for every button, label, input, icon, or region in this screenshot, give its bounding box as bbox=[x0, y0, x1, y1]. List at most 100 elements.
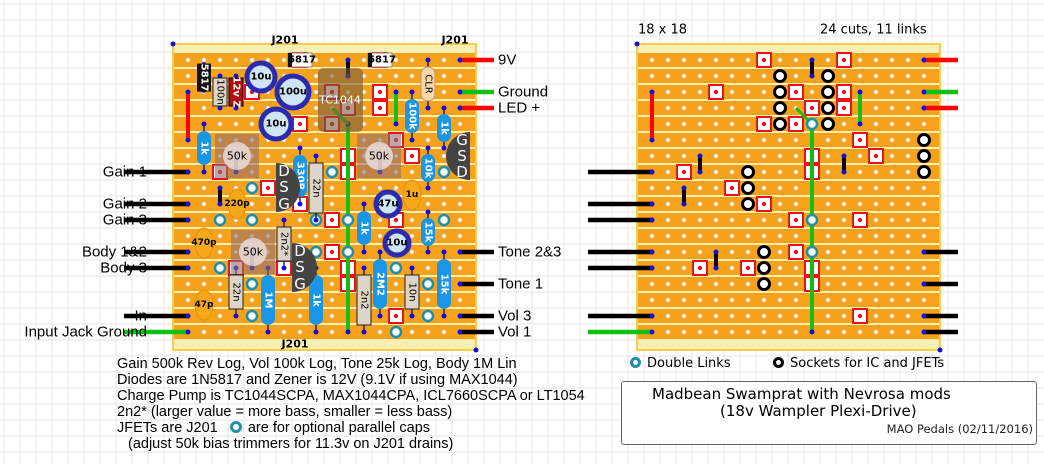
zener-diode bbox=[228, 77, 244, 107]
hole bbox=[921, 233, 927, 239]
copper-strip bbox=[638, 69, 939, 83]
trimmer-knob bbox=[223, 142, 251, 170]
lead-pad bbox=[217, 105, 223, 111]
hole bbox=[793, 233, 799, 239]
resistor-label: 330R bbox=[295, 162, 306, 191]
j201-label: J201 bbox=[280, 338, 308, 351]
hole bbox=[905, 169, 911, 175]
resistor-label: 1M bbox=[263, 292, 274, 309]
copper-strip bbox=[638, 277, 939, 291]
hole bbox=[409, 217, 415, 223]
input-label: Gain 3 bbox=[103, 212, 147, 229]
hole bbox=[217, 281, 223, 287]
hole bbox=[825, 57, 831, 63]
hole bbox=[777, 185, 783, 191]
socket bbox=[773, 69, 787, 83]
j201-label: J201 bbox=[440, 34, 468, 47]
track-cut-dot bbox=[841, 105, 847, 111]
link-pad bbox=[681, 185, 687, 191]
hole bbox=[217, 329, 223, 335]
hole bbox=[697, 233, 703, 239]
hole bbox=[681, 137, 687, 143]
credit: MAO Pedals (02/11/2016) bbox=[886, 422, 1033, 436]
hole bbox=[377, 329, 383, 335]
wire-pad bbox=[649, 313, 655, 319]
double-link bbox=[245, 213, 259, 227]
socket bbox=[741, 197, 755, 211]
hole bbox=[441, 153, 447, 159]
hole bbox=[841, 249, 847, 255]
copper-strip bbox=[638, 53, 939, 67]
film-capacitor-label: 10n bbox=[407, 282, 418, 301]
hole bbox=[873, 185, 879, 191]
hole bbox=[777, 249, 783, 255]
hole bbox=[393, 297, 399, 303]
hole bbox=[905, 249, 911, 255]
hole bbox=[665, 57, 671, 63]
note-bias: (adjust 50k bias trimmers for 11.3v on J… bbox=[128, 436, 454, 452]
lead-pad bbox=[425, 209, 431, 215]
hole bbox=[681, 105, 687, 111]
hole bbox=[761, 297, 767, 303]
wire-pad bbox=[921, 249, 927, 255]
hole bbox=[745, 313, 751, 319]
hole bbox=[329, 137, 335, 143]
hole bbox=[425, 265, 431, 271]
hole bbox=[249, 57, 255, 63]
wire-pad bbox=[457, 329, 463, 335]
hole bbox=[745, 57, 751, 63]
hole bbox=[777, 201, 783, 207]
hole bbox=[761, 329, 767, 335]
lead-pad bbox=[265, 329, 271, 335]
hole bbox=[873, 105, 879, 111]
hole bbox=[761, 185, 767, 191]
hole bbox=[889, 297, 895, 303]
lead-pad bbox=[361, 329, 367, 335]
hole bbox=[201, 265, 207, 271]
hole bbox=[873, 169, 879, 175]
hole bbox=[745, 329, 751, 335]
resistor-label: 2M2 bbox=[375, 272, 386, 296]
hole bbox=[457, 233, 463, 239]
hole bbox=[393, 281, 399, 287]
hole bbox=[201, 57, 207, 63]
hole bbox=[857, 265, 863, 271]
resistor bbox=[437, 114, 451, 142]
track-cut-dot bbox=[793, 121, 799, 127]
socket bbox=[821, 85, 835, 99]
ceramic-label: 220p bbox=[224, 199, 250, 209]
track-cut-dot bbox=[857, 217, 863, 223]
lead-pad bbox=[425, 145, 431, 151]
link-pad bbox=[393, 89, 399, 95]
hole bbox=[329, 313, 335, 319]
hole bbox=[889, 185, 895, 191]
wire-pad bbox=[649, 201, 655, 207]
hole bbox=[665, 265, 671, 271]
jfet-pin-labels-dsg-2: DSG bbox=[294, 242, 306, 293]
socket bbox=[741, 165, 755, 179]
double-link bbox=[805, 213, 819, 227]
hole bbox=[921, 201, 927, 207]
hole bbox=[873, 89, 879, 95]
wire-pad bbox=[185, 217, 191, 223]
input-label: In bbox=[134, 308, 147, 325]
hole bbox=[457, 73, 463, 79]
hole bbox=[793, 153, 799, 159]
hole bbox=[905, 57, 911, 63]
hole bbox=[777, 313, 783, 319]
electrolytic-label: 100u bbox=[279, 87, 307, 98]
hole bbox=[889, 57, 895, 63]
hole bbox=[681, 217, 687, 223]
hole bbox=[697, 73, 703, 79]
hole bbox=[761, 73, 767, 79]
hole bbox=[665, 153, 671, 159]
copper-strip bbox=[638, 101, 939, 115]
double-link bbox=[437, 165, 451, 179]
track-cut-dot bbox=[873, 153, 879, 159]
lead-pad bbox=[233, 105, 239, 111]
hole bbox=[745, 105, 751, 111]
hole bbox=[857, 169, 863, 175]
hole bbox=[777, 153, 783, 159]
hole bbox=[761, 89, 767, 95]
hole bbox=[857, 233, 863, 239]
